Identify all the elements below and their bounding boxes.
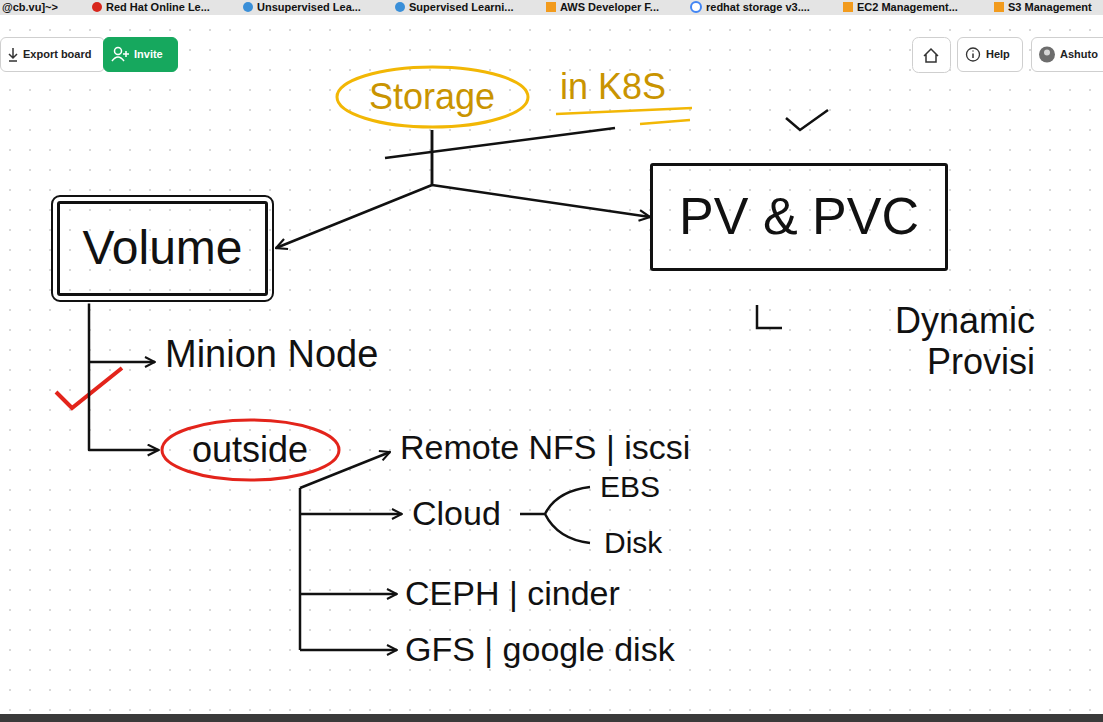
person-icon: [115, 48, 122, 55]
bookmark-icon: [691, 2, 701, 12]
bookmark-title: Supervised Learni...: [409, 1, 514, 14]
node-text: Invite: [134, 48, 163, 60]
node-text: Storage: [369, 77, 495, 117]
heading-suffix: in K8S: [560, 66, 666, 107]
branch-label: Minion Node: [165, 333, 378, 377]
branch-arrow: [89, 361, 155, 364]
branch-arrow: [300, 649, 397, 652]
bookmark-icon: [843, 2, 853, 12]
bottom-bar: [0, 714, 1103, 722]
bookmark-icon: [243, 2, 253, 12]
avatar-icon: [1039, 47, 1055, 63]
branch-arrow: [300, 513, 402, 516]
branch-label: Remote NFS | iscsi: [400, 428, 690, 467]
ellipse-stroke: [162, 420, 339, 480]
export-button: Export board: [0, 37, 105, 72]
connector-arrow: [432, 130, 650, 217]
storage-underline: [385, 128, 615, 158]
button-icon: [104, 38, 134, 71]
invite-button: Invite: [103, 37, 178, 72]
note-text: Dynamic Provisi: [790, 300, 1035, 383]
bookmark-bar: [0, 0, 1103, 15]
k8s-underline: [556, 108, 692, 124]
home-button: [913, 38, 951, 73]
connector-arrow: [276, 130, 432, 248]
button-icon: [958, 38, 988, 71]
outside-ellipse: outside: [159, 417, 342, 483]
pv-pvc-box: PV & PVC: [650, 163, 948, 271]
person-icon: [112, 51, 129, 61]
bookmark-icon: [395, 2, 405, 12]
avatar-icon: [1044, 50, 1050, 56]
bookmark-icon: [994, 2, 1004, 12]
hook-arrow: [757, 305, 782, 328]
help-button: Help: [957, 37, 1023, 72]
user-button: Ashuto: [1031, 37, 1103, 72]
dot-grid: [0, 15, 1103, 714]
connector-arrow: [89, 304, 159, 451]
bookmark-title: redhat storage v3....: [706, 1, 810, 14]
branch-label: GFS | google disk: [405, 630, 675, 669]
leaf-label: EBS: [600, 470, 660, 505]
tree-line: [299, 488, 302, 650]
bookmark-title: EC2 Management...: [857, 1, 958, 14]
ellipse-stroke: [337, 67, 528, 127]
bookmark-title: @cb.vu]~>: [2, 1, 58, 14]
download-icon: [9, 48, 17, 61]
node-text: Ashuto: [1060, 48, 1098, 60]
branch-label: Cloud: [412, 494, 501, 533]
bookmark-title: AWS Developer F...: [560, 1, 659, 14]
branch-arrow: [300, 593, 397, 596]
check-mark: [786, 110, 828, 130]
info-icon: [972, 51, 974, 59]
bookmark-title: Unsupervised Lea...: [257, 1, 361, 14]
bookmark-title: S3 Management: [1008, 1, 1092, 14]
bookmark-title: Red Hat Online Le...: [106, 1, 210, 14]
bookmark-icon: [546, 2, 556, 12]
node-text: Help: [986, 48, 1010, 60]
node-text: PV & PVC: [679, 188, 919, 245]
info-icon: [967, 48, 980, 61]
split-bracket: [520, 487, 590, 543]
bookmark-icon: [92, 2, 102, 12]
node-text: outside: [192, 430, 308, 470]
leaf-label: Disk: [604, 526, 662, 561]
button-icon: [1032, 38, 1062, 71]
branch-label: CEPH | cinder: [405, 574, 620, 613]
volume-box: Volume: [57, 201, 268, 296]
node-text: Volume: [82, 222, 242, 275]
storage-ellipse: Storage: [334, 64, 531, 130]
node-text: Export board: [23, 48, 91, 60]
home-icon: [924, 49, 938, 62]
